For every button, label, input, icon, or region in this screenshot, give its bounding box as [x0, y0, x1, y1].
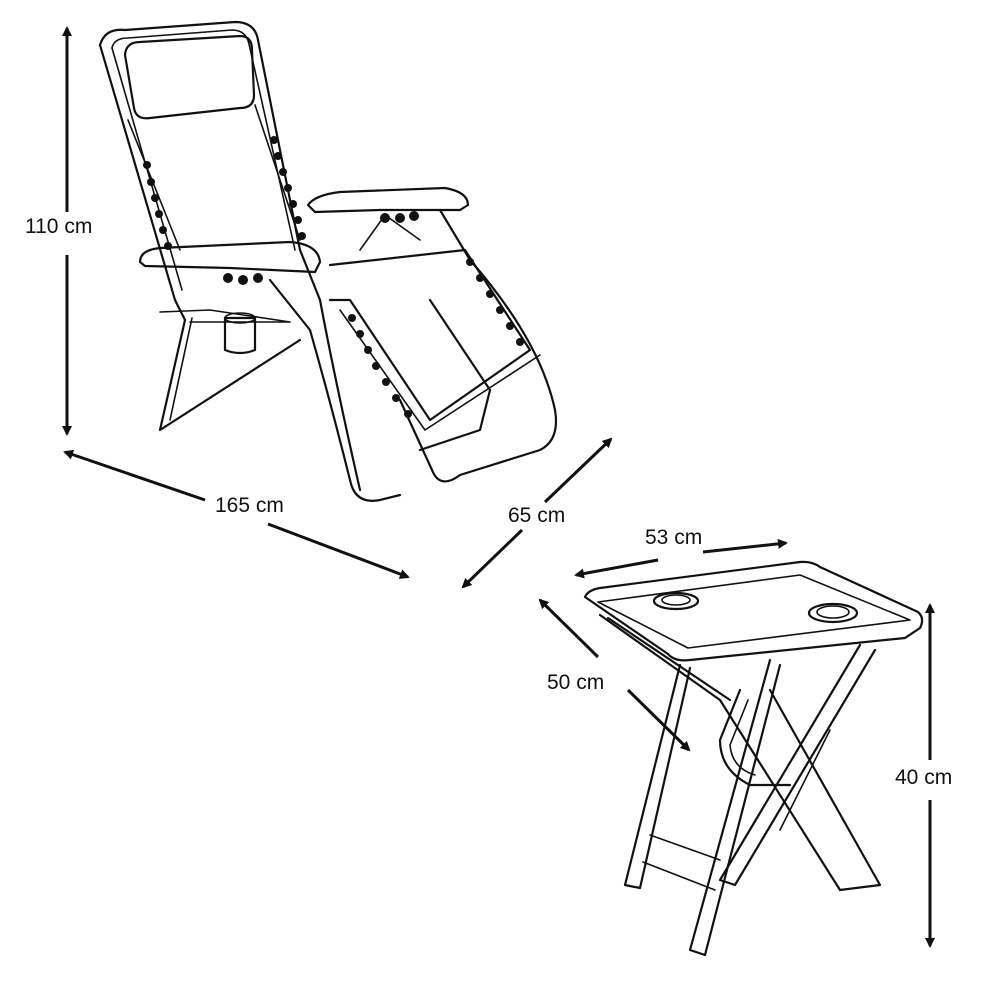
- table-width-label: 53 cm: [645, 526, 703, 549]
- table-height-label: 40 cm: [895, 766, 953, 789]
- zero-gravity-chair-illustration: [98, 20, 558, 502]
- chair-height-label: 110 cm: [25, 215, 93, 238]
- chair-length-label: 165 cm: [215, 494, 284, 517]
- side-table-illustration: [583, 560, 924, 957]
- chair-length-arrow: [63, 449, 410, 579]
- chair-width-label: 65 cm: [508, 504, 566, 527]
- table-depth-label: 50 cm: [547, 671, 605, 694]
- table-depth-arrow: [538, 598, 691, 752]
- table-width-arrow: [574, 538, 788, 579]
- chair-width-arrow: [461, 437, 613, 589]
